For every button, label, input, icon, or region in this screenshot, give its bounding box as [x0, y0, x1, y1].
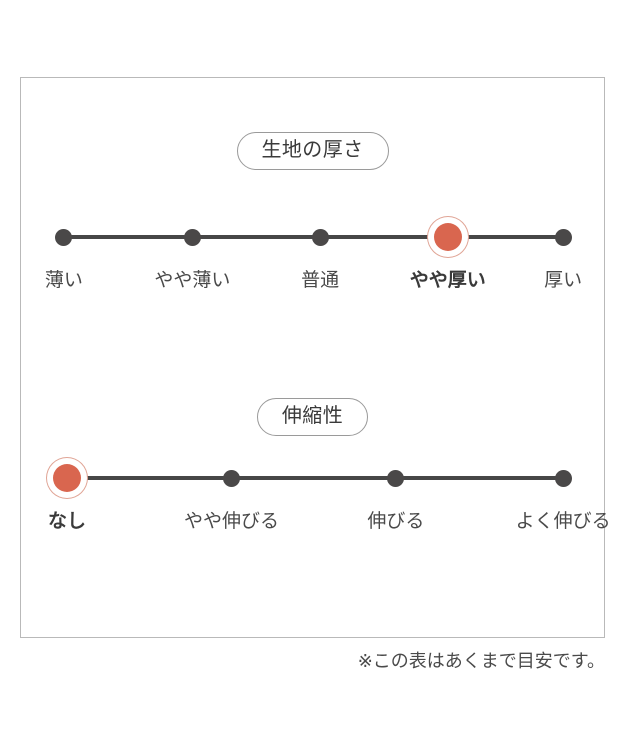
thickness-dot-1[interactable]: [183, 228, 201, 246]
stretch-label-2: 伸びる: [367, 511, 425, 532]
stretch-title-wrap: 伸縮性: [21, 398, 604, 436]
stretch-title-pill: 伸縮性: [256, 398, 369, 436]
thickness-label-0: 薄い: [44, 270, 83, 291]
thickness-label-2: 普通: [301, 270, 340, 291]
thickness-scale: [21, 220, 604, 254]
thickness-title-pill: 生地の厚さ: [236, 132, 389, 170]
thickness-labels: 薄い やや薄い 普通 やや厚い 厚い: [21, 268, 604, 296]
stretch-dot-1[interactable]: [222, 469, 240, 487]
thickness-dot-2[interactable]: [311, 228, 329, 246]
thickness-label-1: やや薄い: [154, 270, 231, 291]
stretch-dot-2[interactable]: [387, 469, 405, 487]
stretch-label-0-selected: なし: [48, 511, 87, 532]
stretch-label-1: やや伸びる: [183, 511, 279, 532]
stretch-track-line: [67, 476, 563, 480]
thickness-label-4: 厚い: [544, 270, 583, 291]
footnote-disclaimer: ※この表はあくまで目安です。: [357, 651, 605, 671]
spec-panel: 生地の厚さ 薄い やや薄い 普通 やや厚い 厚い 伸縮性: [20, 77, 611, 638]
thickness-label-3-selected: やや厚い: [409, 270, 486, 291]
thickness-dot-4[interactable]: [554, 228, 572, 246]
stretch-labels: なし やや伸びる 伸びる よく伸びる: [21, 509, 611, 537]
stretch-label-3: よく伸びる: [515, 511, 611, 532]
thickness-dot-3-selected[interactable]: [433, 223, 462, 251]
stretch-dot-3[interactable]: [554, 469, 572, 487]
thickness-dot-0[interactable]: [55, 228, 73, 246]
stretch-dot-0-selected[interactable]: [53, 464, 82, 492]
stretch-scale: [21, 461, 604, 495]
thickness-title-wrap: 生地の厚さ: [21, 132, 604, 170]
